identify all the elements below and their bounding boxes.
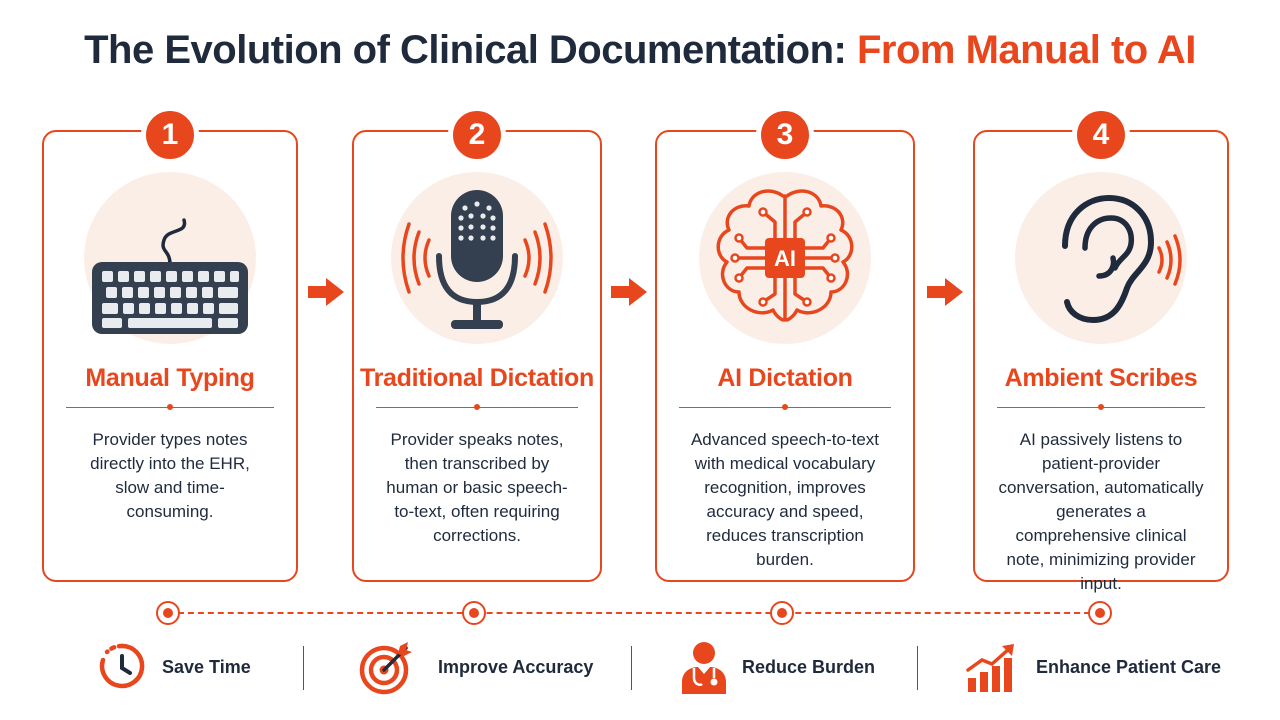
icon-circle	[1015, 172, 1187, 344]
divider	[376, 404, 578, 410]
growth-chart-icon	[966, 644, 1014, 692]
divider	[679, 404, 891, 410]
stage-title: Traditional Dictation	[360, 364, 594, 392]
icon-circle	[84, 172, 256, 344]
arrow-right-icon	[611, 278, 647, 306]
benefit-label: Reduce Burden	[742, 657, 876, 677]
benefit-save-time: Save Time	[96, 640, 276, 696]
benefit-improve-accuracy: Improve Accuracy	[358, 640, 593, 696]
stage-number-badge: 2	[448, 106, 506, 164]
arrow-right-icon	[308, 278, 344, 306]
stage-description: AI passively listens to patient-provider…	[998, 430, 1204, 593]
doctor-icon	[682, 642, 726, 694]
microphone-icon	[401, 190, 553, 329]
stage-number-badge: 1	[141, 106, 199, 164]
stage-card-2: 2 Traditional Dictation Provider speaks …	[352, 106, 602, 582]
separator	[917, 646, 918, 690]
benefit-label: Improve Accuracy	[438, 657, 594, 677]
ear-icon	[1062, 194, 1182, 324]
divider	[997, 404, 1205, 410]
title-main: The Evolution of Clinical Documentation:	[84, 28, 857, 72]
timeline-line	[168, 612, 1100, 614]
benefit-label: Enhance Patient Care	[1036, 657, 1222, 677]
timeline-dot	[1088, 601, 1112, 625]
timeline-dot	[770, 601, 794, 625]
stage-card-4: 4 Ambient Scribes AI passively listens t…	[973, 106, 1229, 593]
stage-description: Advanced speech-to-text with medical voc…	[690, 430, 880, 569]
stage-card-1: 1 Manual Typing Provider types notes dir…	[42, 106, 298, 582]
separator	[631, 646, 632, 690]
divider	[66, 404, 274, 410]
stage-description: Provider types notes directly into the E…	[90, 430, 250, 521]
target-icon	[359, 642, 412, 695]
benefit-label: Save Time	[162, 657, 251, 677]
icon-circle: AI	[699, 172, 871, 344]
icon-circle	[391, 172, 563, 344]
benefit-enhance-patient-care: Enhance Patient Care	[964, 640, 1221, 696]
keyboard-icon	[92, 218, 248, 334]
separator	[303, 646, 304, 690]
stage-description: Provider speaks notes, then transcribed …	[386, 430, 568, 545]
stage-number-badge: 4	[1072, 106, 1130, 164]
clock-icon	[99, 643, 145, 689]
arrow-right-icon	[927, 278, 963, 306]
timeline-dot	[156, 601, 180, 625]
ai-brain-icon: AI	[716, 189, 854, 322]
title-accent: From Manual to AI	[856, 28, 1196, 72]
stage-title: Manual Typing	[85, 364, 255, 392]
benefit-reduce-burden: Reduce Burden	[676, 640, 876, 696]
page-title: The Evolution of Clinical Documentation:…	[0, 28, 1280, 73]
stage-title: Ambient Scribes	[1004, 364, 1198, 392]
timeline-dot	[462, 601, 486, 625]
stage-card-3: 3 AI AI Dictation Advanced speech-to-	[655, 106, 915, 582]
stage-number-badge: 3	[756, 106, 814, 164]
stage-title: AI Dictation	[717, 364, 853, 392]
ai-chip-label: AI	[774, 246, 796, 271]
